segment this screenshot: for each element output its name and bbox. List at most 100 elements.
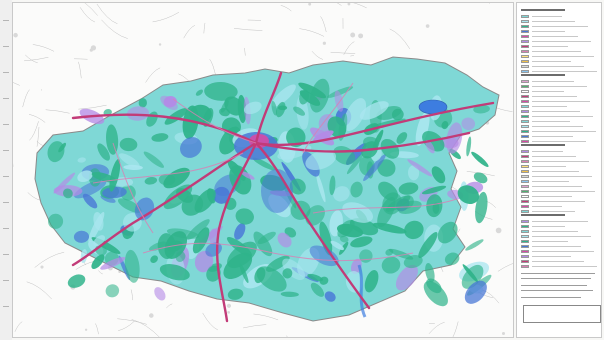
legend-item	[521, 189, 595, 193]
legend-item	[521, 204, 562, 208]
legend-swatch-icon	[521, 149, 529, 153]
legend-text-line	[532, 210, 575, 212]
legend-item	[521, 104, 567, 108]
forest-patch-icon	[398, 182, 419, 195]
basemap-line	[14, 321, 23, 332]
basemap-settlement	[350, 32, 356, 38]
forest-patch-icon	[280, 291, 299, 297]
forest-patch-icon	[134, 197, 155, 221]
legend-item	[521, 239, 568, 243]
forest-patch-icon	[330, 240, 344, 251]
forest-patch-icon	[316, 173, 326, 203]
legend-swatch-icon	[521, 169, 529, 173]
legend-swatch-icon	[521, 14, 529, 18]
forest-patch-icon	[444, 252, 460, 266]
forest-patch-icon	[47, 141, 65, 163]
legend-item	[521, 209, 575, 213]
forest-patch-icon	[194, 250, 214, 273]
legend-swatch-icon	[521, 204, 529, 208]
forest-patch-icon	[62, 188, 73, 199]
legend-item	[521, 129, 596, 133]
forest-patch-icon	[377, 196, 396, 228]
forest-patch-icon	[119, 137, 138, 152]
basemap-settlement	[358, 33, 364, 39]
legend-text-line	[532, 160, 589, 162]
legend-text-line	[532, 65, 584, 67]
forest-patch-icon	[377, 159, 396, 177]
legend-text-line	[532, 30, 565, 32]
legend-item	[521, 134, 573, 138]
basemap-line	[280, 5, 292, 12]
forest-patch-icon	[67, 274, 86, 288]
legend-swatch-icon	[521, 229, 529, 233]
forest-patch-icon	[202, 108, 214, 127]
basemap-line	[27, 192, 41, 201]
forest-patch-icon	[143, 151, 165, 168]
road-icon	[254, 131, 471, 153]
legend-item	[521, 199, 585, 203]
basemap-line	[95, 323, 99, 335]
basemap-line	[202, 312, 218, 331]
legend-item	[521, 174, 592, 178]
forest-patch-icon	[235, 208, 254, 225]
forest-patch-icon	[403, 255, 423, 269]
legend-text-line	[532, 50, 581, 52]
forest-patch-icon	[124, 249, 140, 283]
legend-text-line	[532, 95, 577, 97]
legend-panel[interactable]	[516, 2, 602, 338]
basemap-line	[243, 324, 267, 329]
forest-patch-icon	[97, 143, 110, 161]
legend-item	[521, 54, 594, 58]
legend-text-line	[532, 70, 597, 72]
legend-text-line	[532, 85, 587, 87]
basemap-line	[25, 54, 38, 64]
legend-swatch-icon	[521, 199, 529, 203]
legend-text-line	[532, 40, 591, 42]
forest-patch-icon	[431, 166, 446, 184]
forest-patch-icon	[157, 233, 176, 259]
basemap-line	[350, 55, 354, 57]
frame-tick	[3, 124, 9, 125]
legend-text-line	[532, 245, 581, 247]
forest-patch-icon	[253, 231, 273, 257]
legend-item	[521, 224, 565, 228]
road-icon	[302, 82, 354, 154]
forest-patch-icon	[100, 256, 126, 270]
basemap-line	[311, 51, 323, 60]
basemap-line	[36, 126, 40, 147]
forest-patch-icon	[151, 133, 169, 142]
legend-swatch-icon	[521, 39, 529, 43]
legend-item	[521, 124, 583, 128]
legend-item	[521, 229, 578, 233]
legend-text-line	[532, 265, 597, 267]
legend-text-line	[532, 150, 563, 152]
forest-patch-icon	[282, 258, 306, 281]
legend-section-heading	[521, 144, 565, 146]
basemap-line	[28, 114, 46, 123]
legend-text-line	[532, 240, 568, 242]
legend-text-line	[532, 35, 578, 37]
regional-plan-map[interactable]	[13, 3, 514, 338]
legend-item	[521, 109, 580, 113]
forest-patch-icon	[334, 90, 344, 112]
basemap-line	[299, 28, 325, 37]
legend-item	[521, 254, 571, 258]
legend-swatch-icon	[521, 164, 529, 168]
forest-patch-icon	[227, 288, 244, 300]
legend-swatch-icon	[521, 239, 529, 243]
legend-swatch-icon	[521, 24, 529, 28]
basemap-line	[22, 89, 30, 108]
forest-patch-icon	[407, 159, 433, 177]
forest-patch-icon	[106, 124, 119, 155]
forest-patch-icon	[343, 98, 367, 131]
basemap-line	[101, 19, 128, 39]
map-frame[interactable]	[12, 2, 514, 338]
basemap-settlement	[149, 313, 154, 318]
forest-patch-icon	[73, 230, 90, 243]
forest-patch-icon	[271, 84, 296, 107]
legend-item	[521, 94, 577, 98]
basemap-line	[145, 67, 161, 83]
legend-text-line	[532, 250, 594, 252]
legend-item	[521, 114, 593, 118]
forest-patch-icon	[240, 171, 255, 180]
